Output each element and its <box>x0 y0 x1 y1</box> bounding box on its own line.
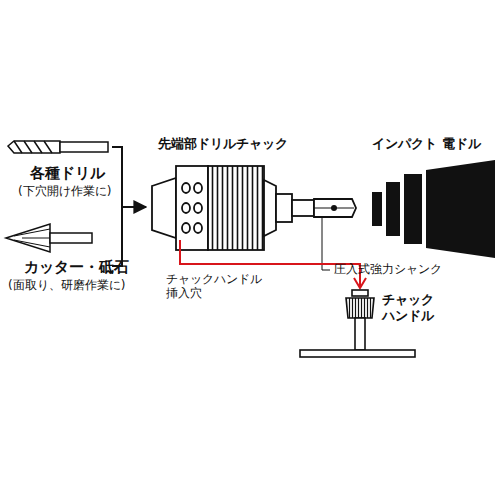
drill-chuck <box>152 166 356 250</box>
part-name: インパクト 電ドル <box>372 136 481 152</box>
cutter-cone <box>6 224 92 252</box>
leader-line <box>322 218 330 270</box>
usage-note: (下穴開け作業に) <box>18 184 111 198</box>
part-name: カッター・砥石 <box>24 258 129 276</box>
part-name: チャックハンドル 挿入穴 <box>166 272 262 301</box>
red-arrowhead <box>354 278 366 288</box>
part-name: 各種ドリル <box>30 164 105 182</box>
part-name: 先端部ドリルチャック <box>158 136 288 152</box>
usage-note: (面取り、研磨作業に) <box>8 278 125 292</box>
part-name: チャック ハンドル <box>382 292 434 323</box>
bracket <box>112 147 146 266</box>
part-name: 圧入式強力シャンク <box>334 262 442 276</box>
impact-driver <box>372 160 495 258</box>
drill-bit <box>8 141 108 153</box>
